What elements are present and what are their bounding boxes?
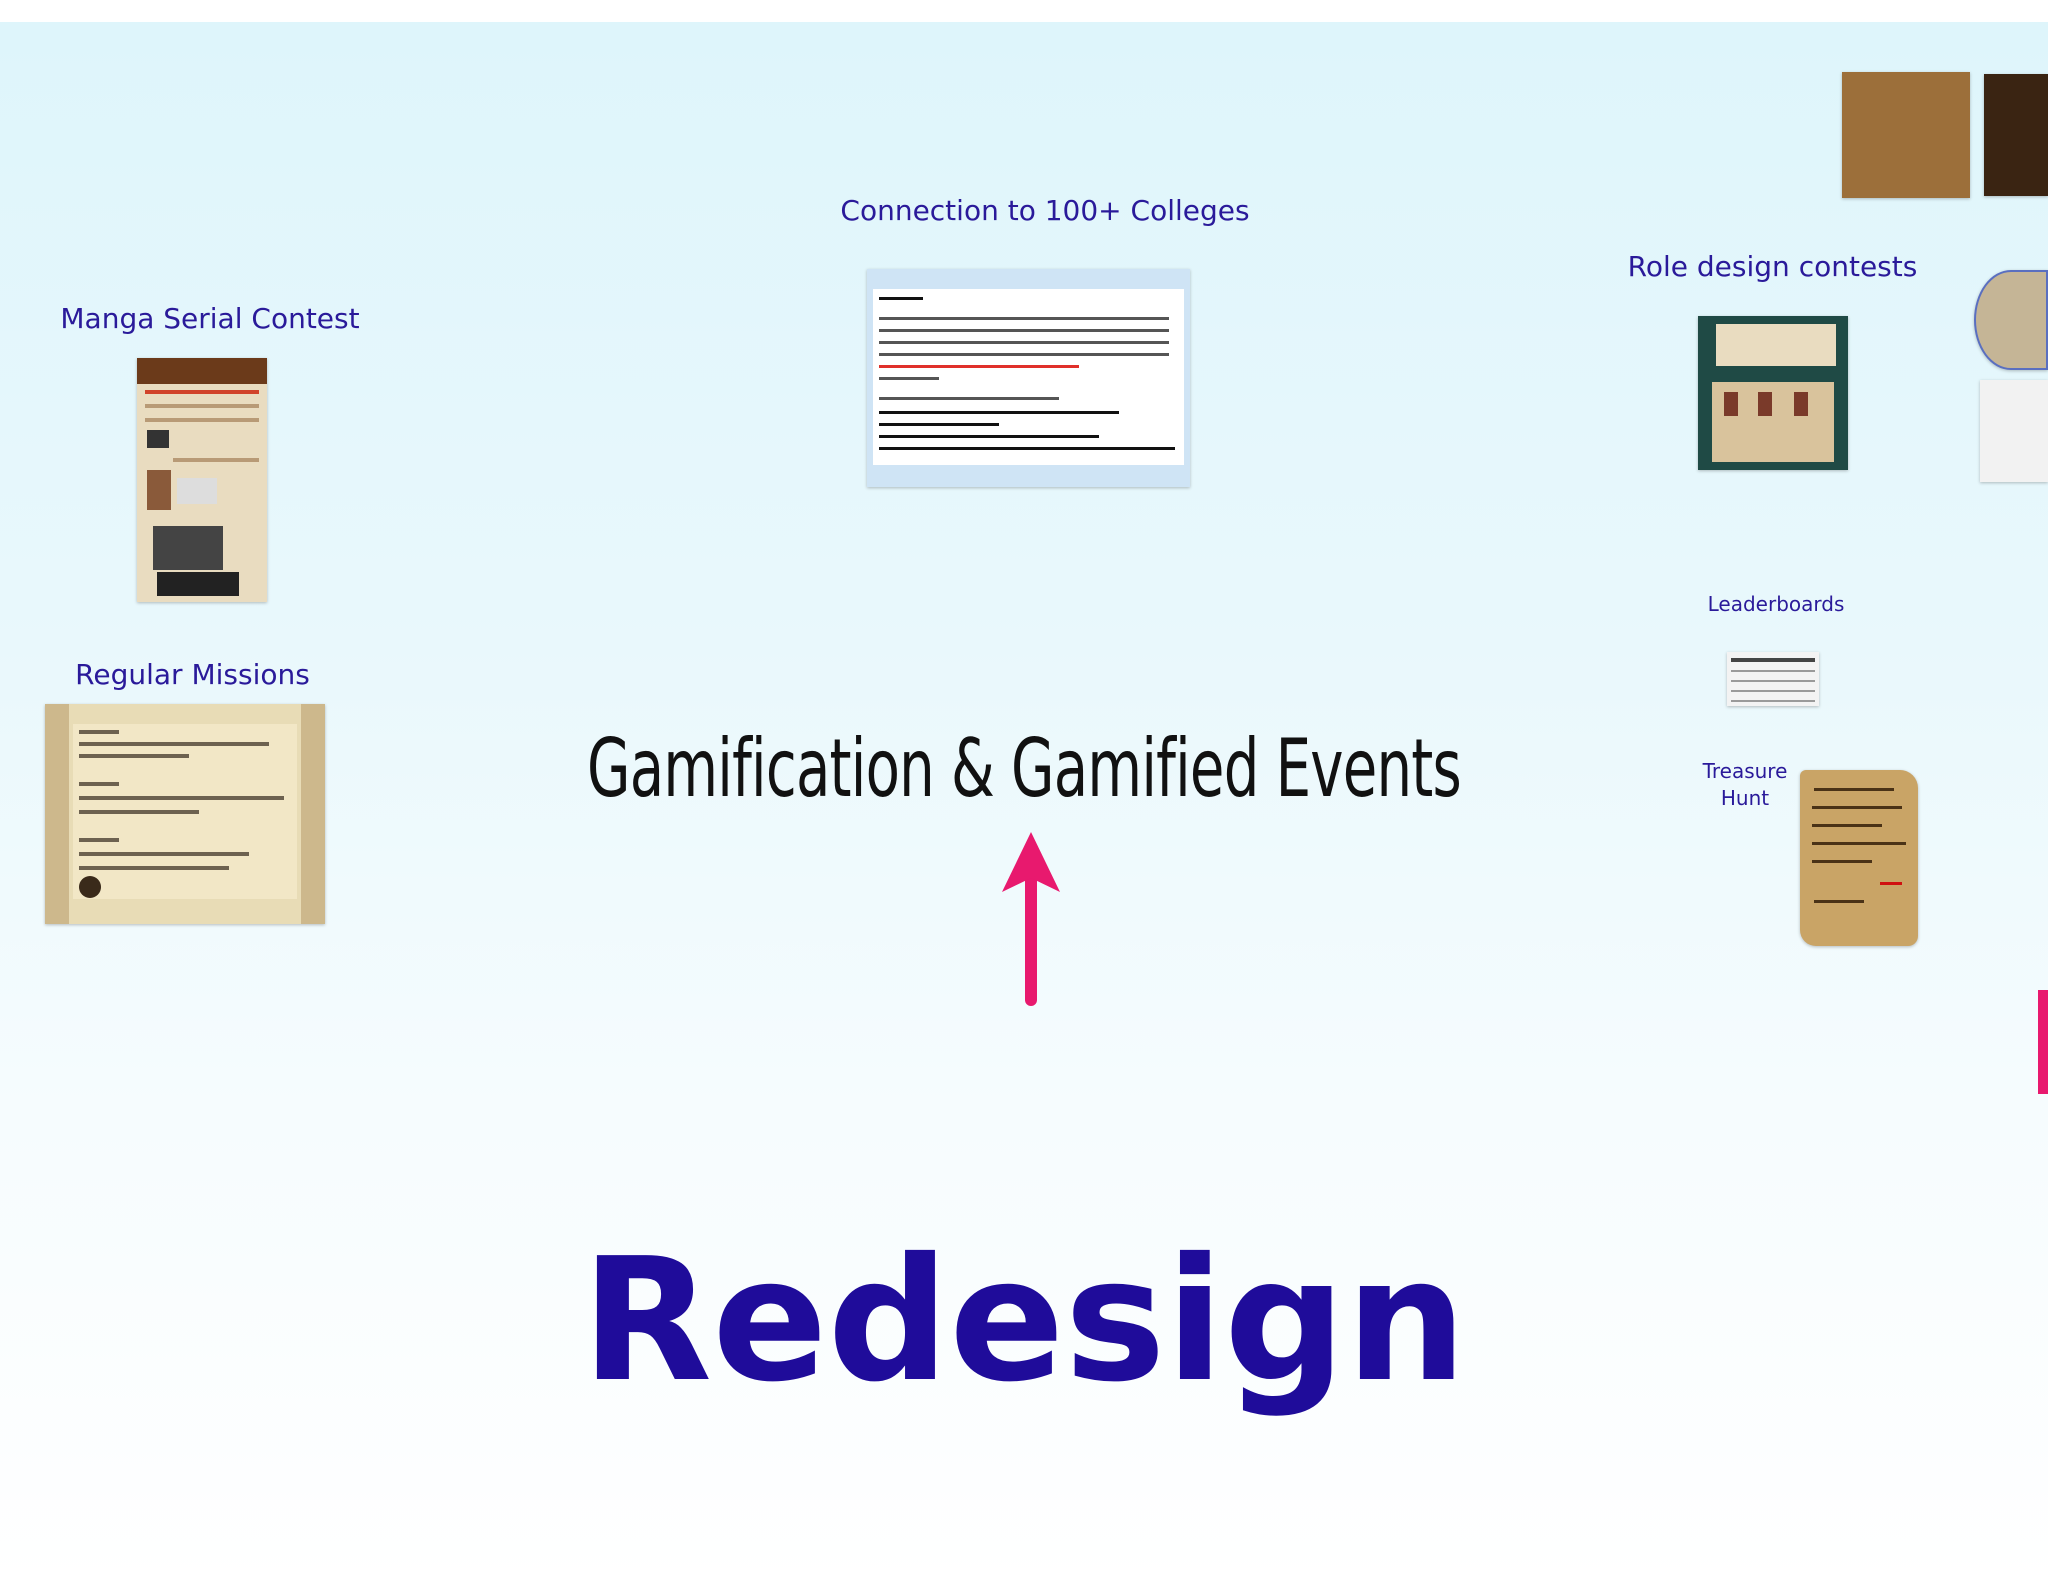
character-sketch-image[interactable] <box>1980 380 2048 482</box>
manga-contest-label: Manga Serial Contest <box>60 302 360 335</box>
colleges-image[interactable] <box>867 269 1190 487</box>
character-art-image-2[interactable] <box>1984 74 2048 196</box>
arrow-fragment <box>2038 990 2048 1094</box>
regular-missions-image[interactable] <box>45 704 325 924</box>
slide-canvas: Manga Serial Contest Regular Missions <box>0 22 2048 1582</box>
main-title: Gamification & Gamified Events <box>586 722 1462 815</box>
redesign-heading: Redesign <box>581 1222 1467 1420</box>
role-design-image[interactable] <box>1698 316 1848 470</box>
treasure-hunt-label: Treasure Hunt <box>1680 758 1810 812</box>
leaderboards-label: Leaderboards <box>1707 592 1845 616</box>
treasure-hunt-image[interactable] <box>1800 770 1918 946</box>
leaderboards-image[interactable] <box>1727 652 1819 706</box>
treasure-hunt-label-line1: Treasure <box>1702 759 1788 783</box>
character-art-image[interactable] <box>1842 72 1970 198</box>
role-design-label: Role design contests <box>1627 250 1918 283</box>
regular-missions-label: Regular Missions <box>75 658 310 691</box>
manga-contest-image[interactable] <box>137 358 267 602</box>
character-portrait-image[interactable] <box>1974 270 2048 370</box>
treasure-hunt-label-line2: Hunt <box>1720 786 1770 810</box>
colleges-label: Connection to 100+ Colleges <box>840 194 1250 227</box>
up-arrow-icon <box>1002 832 1060 1006</box>
